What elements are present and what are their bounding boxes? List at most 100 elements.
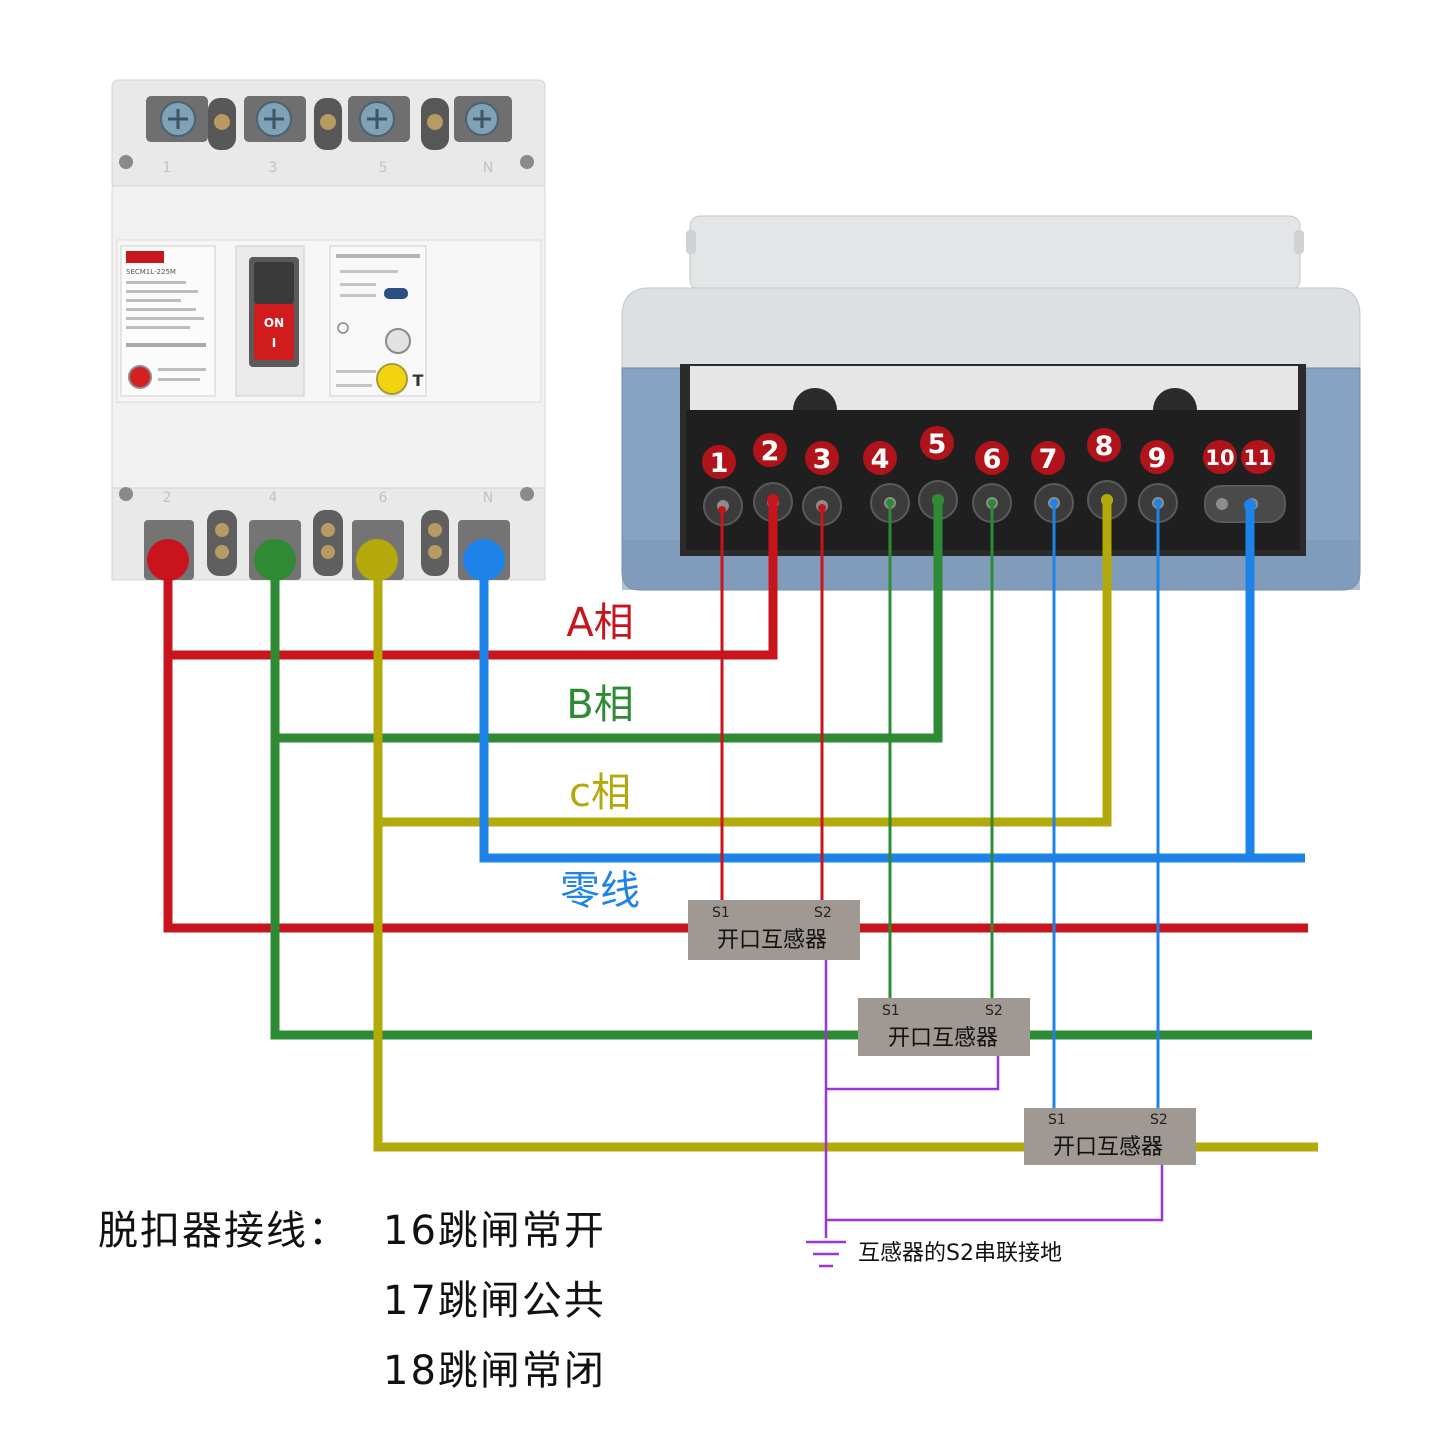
terminal-10[interactable]: 10 — [1203, 440, 1237, 474]
ct-name: 开口互感器 — [717, 928, 827, 953]
module-text-line — [336, 254, 420, 258]
nameplate-text-line — [126, 308, 196, 311]
brass-contact-icon — [215, 523, 229, 537]
terminal-badge — [863, 441, 897, 475]
terminal-6[interactable]: 6 — [975, 441, 1009, 475]
indicator-icon — [337, 322, 349, 334]
terminal-2[interactable]: 2 — [753, 433, 787, 467]
ct3-ground-wire — [826, 1164, 1164, 1222]
trip-wiring-notes: 脱扣器接线： 16跳闸常开 17跳闸公共 18跳闸常闭 — [98, 1208, 606, 1394]
wire-end-dot — [932, 494, 944, 506]
terminal-number: 10 — [1205, 446, 1234, 470]
test-button[interactable] — [376, 363, 408, 395]
ct2-ground-wire — [826, 1056, 1000, 1091]
breaker-bottom-label-n: N — [483, 490, 493, 506]
handle-top — [254, 262, 294, 304]
ct-name: 开口互感器 — [888, 1026, 998, 1051]
terminal-badge — [920, 426, 954, 460]
cover-knob — [686, 230, 696, 254]
nameplate-text-line — [126, 299, 181, 302]
terminal-number: 9 — [1148, 443, 1167, 474]
mounting-hole-icon — [119, 487, 133, 501]
terminal-badge — [975, 441, 1009, 475]
trip-wiring-item-17: 17跳闸公共 — [383, 1278, 606, 1324]
terminal-badge — [1241, 440, 1275, 474]
terminal-number: 8 — [1095, 431, 1114, 462]
ct-s2-label: S2 — [985, 1003, 1003, 1019]
screw-slot-icon — [264, 109, 284, 129]
wire-end-dot — [988, 499, 996, 507]
breaker-top-label-n: N — [483, 160, 493, 176]
wire-end-dot — [818, 504, 826, 512]
phase-a-supply-wire — [168, 500, 778, 660]
breaker-output-b — [254, 539, 296, 581]
trip-wiring-item-18: 18跳闸常闭 — [383, 1348, 606, 1394]
mounting-hole-icon — [520, 155, 534, 169]
module-text-line — [336, 370, 376, 373]
nameplate-text-line — [126, 343, 206, 347]
terminal-number: 11 — [1243, 446, 1272, 470]
terminal-7[interactable]: 7 — [1031, 441, 1065, 475]
module-text-line — [340, 270, 398, 273]
breaker-output-n — [463, 539, 505, 581]
terminal-badge — [753, 433, 787, 467]
current-transformer-1: S1 S2 开口互感器 — [688, 900, 860, 960]
brass-contact-icon — [320, 114, 336, 130]
phase-c-label: c相 — [569, 770, 631, 816]
terminal-numbers: 1 2 3 4 5 6 7 — [702, 426, 1275, 479]
breaker-top-label-1: 1 — [163, 160, 172, 176]
neutral-main-wire — [479, 575, 1305, 863]
circuit-breaker: 1 3 5 N SECM1L-225M ON I — [111, 79, 546, 581]
terminal-8[interactable]: 8 — [1087, 428, 1121, 462]
nameplate-text-line — [126, 281, 186, 284]
wire-end-dot — [1050, 499, 1058, 507]
breaker-handle[interactable] — [254, 304, 294, 360]
terminal-badge — [1087, 428, 1121, 462]
reset-button[interactable] — [128, 365, 152, 389]
nameplate-text-line — [158, 368, 206, 371]
device-top-cover — [689, 215, 1301, 291]
test-button-label: T — [413, 371, 424, 390]
rotary-selector[interactable] — [385, 328, 411, 354]
current-transformer-3: S1 S2 开口互感器 — [1024, 1108, 1196, 1165]
setting-switch[interactable] — [384, 288, 408, 299]
terminal-11[interactable]: 11 — [1241, 440, 1275, 474]
ct-s2-label: S2 — [814, 905, 832, 921]
breaker-output-c — [356, 539, 398, 581]
terminal-flap — [690, 366, 1298, 410]
terminal-4[interactable]: 4 — [863, 441, 897, 475]
breaker-model: SECM1L-225M — [126, 268, 176, 276]
phase-a-main-wire — [163, 575, 1308, 933]
terminal-badge — [1203, 440, 1237, 474]
terminal-3[interactable]: 3 — [805, 441, 839, 475]
terminal-number: 1 — [710, 448, 729, 479]
terminal-5[interactable]: 5 — [920, 426, 954, 460]
ct-box — [1024, 1108, 1196, 1165]
terminal-1[interactable]: 1 — [702, 445, 736, 479]
breaker-output-a — [147, 539, 189, 581]
terminal-number: 5 — [928, 429, 947, 460]
brass-contact-icon — [215, 545, 229, 559]
ground-note: 互感器的S2串联接地 — [858, 1241, 1062, 1266]
handle-on-mark: I — [272, 336, 276, 350]
nameplate-text-line — [126, 290, 198, 293]
wire-end-dot — [718, 506, 726, 514]
current-transformer-2: S1 S2 开口互感器 — [858, 998, 1030, 1056]
ct-s1-label: S1 — [882, 1003, 900, 1019]
terminal-badge — [1140, 440, 1174, 474]
phase-b-label: B相 — [566, 682, 633, 728]
brass-contact-icon — [321, 545, 335, 559]
brass-contact-icon — [321, 523, 335, 537]
cover-knob — [1294, 230, 1304, 254]
terminal-number: 6 — [983, 444, 1002, 475]
terminal-9[interactable]: 9 — [1140, 440, 1174, 474]
phase-b-supply-wire — [275, 500, 943, 743]
breaker-bottom-label-6: 6 — [379, 490, 388, 506]
ct-s1-label: S1 — [712, 905, 730, 921]
breaker-top-label-5: 5 — [379, 160, 388, 176]
wire-end-dot — [886, 499, 894, 507]
wire-end-dot — [1101, 494, 1113, 506]
module-text-line — [340, 294, 376, 297]
screw-slot-icon — [168, 109, 188, 129]
